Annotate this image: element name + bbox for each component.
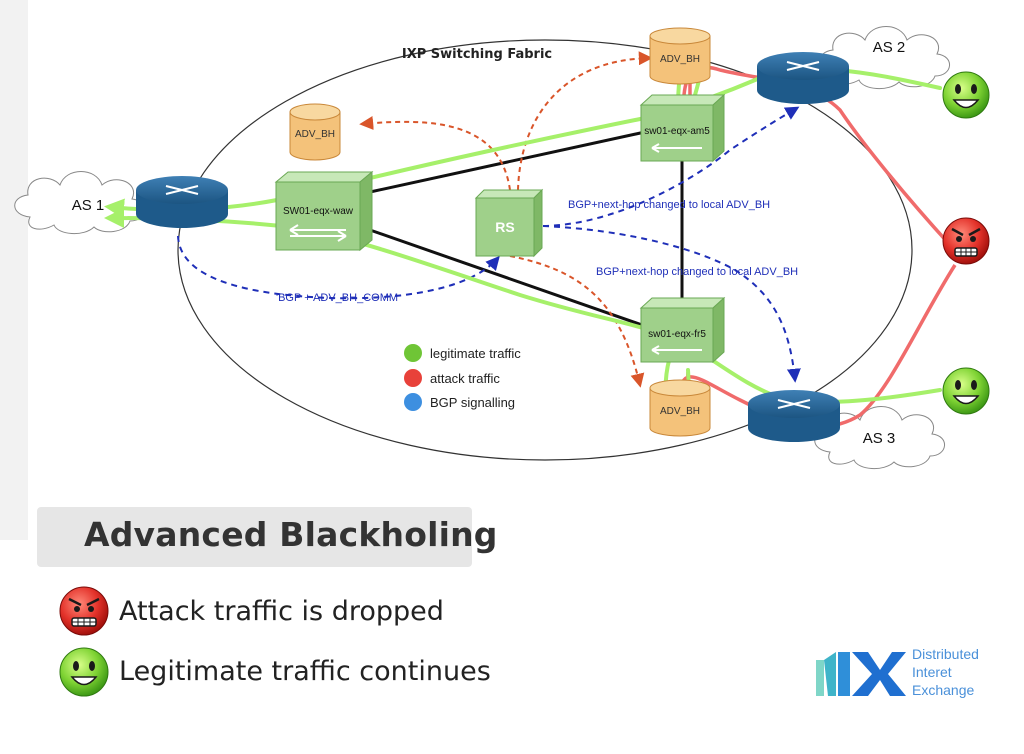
- logo-line-1: Distributed: [912, 646, 979, 662]
- logo-line-3: Exchange: [912, 682, 975, 698]
- as2-label: AS 2: [873, 39, 906, 56]
- as1-label: AS 1: [72, 197, 105, 214]
- key-bgp-label: BGP signalling: [430, 395, 515, 410]
- legend-panel: [37, 507, 472, 567]
- adv-bh-bottom-label: ADV_BH: [660, 406, 700, 417]
- route-server: RS: [474, 188, 544, 258]
- fabric-label: IXP Switching Fabric: [402, 47, 552, 62]
- legitimate-dot-icon: [404, 344, 422, 362]
- bgp-nh-annotation-2: BGP+next-hop changed to local ADV_BH: [596, 266, 798, 278]
- rs-label: RS: [495, 219, 514, 235]
- switch-fr5-label: sw01-eqx-fr5: [648, 329, 706, 340]
- legend-legitimate-text: Legitimate traffic continues: [119, 656, 491, 687]
- adv-bh-left-label: ADV_BH: [295, 129, 335, 140]
- angry-face-icon: [942, 217, 990, 265]
- traffic-key: legitimate traffic attack traffic BGP si…: [404, 344, 521, 411]
- switch-am5-label: sw01-eqx-am5: [644, 126, 710, 137]
- distributed-ix-logo-icon: [816, 652, 906, 696]
- ixp-fabric-boundary: [177, 39, 913, 461]
- adv-bh-bottom-cylinder: ADV_BH: [649, 379, 711, 437]
- smiling-face-icon: [59, 647, 109, 697]
- key-legitimate-label: legitimate traffic: [430, 346, 521, 361]
- logo-line-2: Interet: [912, 664, 952, 680]
- smiling-face-icon: [942, 367, 990, 415]
- switch-fr5: sw01-eqx-fr5: [639, 296, 726, 364]
- router-as1: [136, 176, 228, 228]
- switch-waw-label: SW01-eqx-waw: [283, 206, 354, 217]
- router-as3: [748, 390, 840, 442]
- switch-am5: sw01-eqx-am5: [639, 93, 726, 163]
- attack-dot-icon: [404, 369, 422, 387]
- bgp-comm-annotation: 'BGP + ADV_BH_COMM: [276, 292, 398, 304]
- legend-attack-text: Attack traffic is dropped: [119, 596, 444, 627]
- bgp-nh-annotation-1: BGP+next-hop changed to local ADV_BH: [568, 199, 770, 211]
- as3-label: AS 3: [863, 430, 896, 447]
- legend-title: Advanced Blackholing: [84, 515, 498, 554]
- adv-bh-paths: [359, 51, 653, 388]
- angry-face-icon: [59, 586, 109, 636]
- bgp-signalling: [177, 106, 801, 383]
- adv-bh-top-label: ADV_BH: [660, 54, 700, 65]
- switch-waw: SW01-eqx-waw: [274, 170, 374, 252]
- adv-bh-left-cylinder: ADV_BH: [289, 103, 341, 161]
- router-as2: [757, 52, 849, 104]
- smiling-face-icon: [942, 71, 990, 119]
- key-attack-label: attack traffic: [430, 371, 500, 386]
- bgp-dot-icon: [404, 393, 422, 411]
- adv-bh-top-cylinder: ADV_BH: [649, 27, 711, 85]
